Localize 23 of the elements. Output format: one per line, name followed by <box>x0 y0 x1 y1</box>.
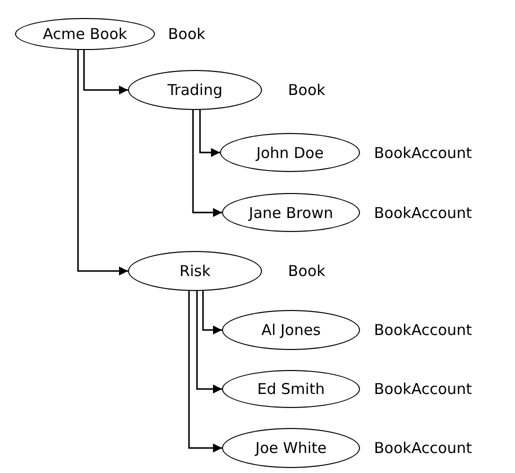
type-label: BookAccount <box>374 204 472 222</box>
node-label: Jane Brown <box>248 204 334 222</box>
type-label: BookAccount <box>374 321 472 339</box>
arrow <box>192 110 222 217</box>
arrow <box>202 290 222 334</box>
node-label: John Doe <box>256 144 324 162</box>
type-label: BookAccount <box>374 380 472 398</box>
node-label: Risk <box>179 262 211 280</box>
type-label: Book <box>288 262 326 280</box>
type-label: BookAccount <box>374 439 472 457</box>
arrow <box>77 50 128 276</box>
node-label: Acme Book <box>42 25 128 43</box>
node-label: Joe White <box>255 439 327 457</box>
node-label: Al Jones <box>261 321 321 339</box>
node-label: Ed Smith <box>257 380 325 398</box>
node-label: Trading <box>167 81 223 99</box>
type-label: BookAccount <box>374 144 472 162</box>
arrow <box>188 290 222 452</box>
type-label: Book <box>168 25 206 43</box>
arrow <box>196 291 222 394</box>
arrow <box>199 110 220 157</box>
arrow <box>83 50 128 94</box>
type-label: Book <box>288 81 326 99</box>
